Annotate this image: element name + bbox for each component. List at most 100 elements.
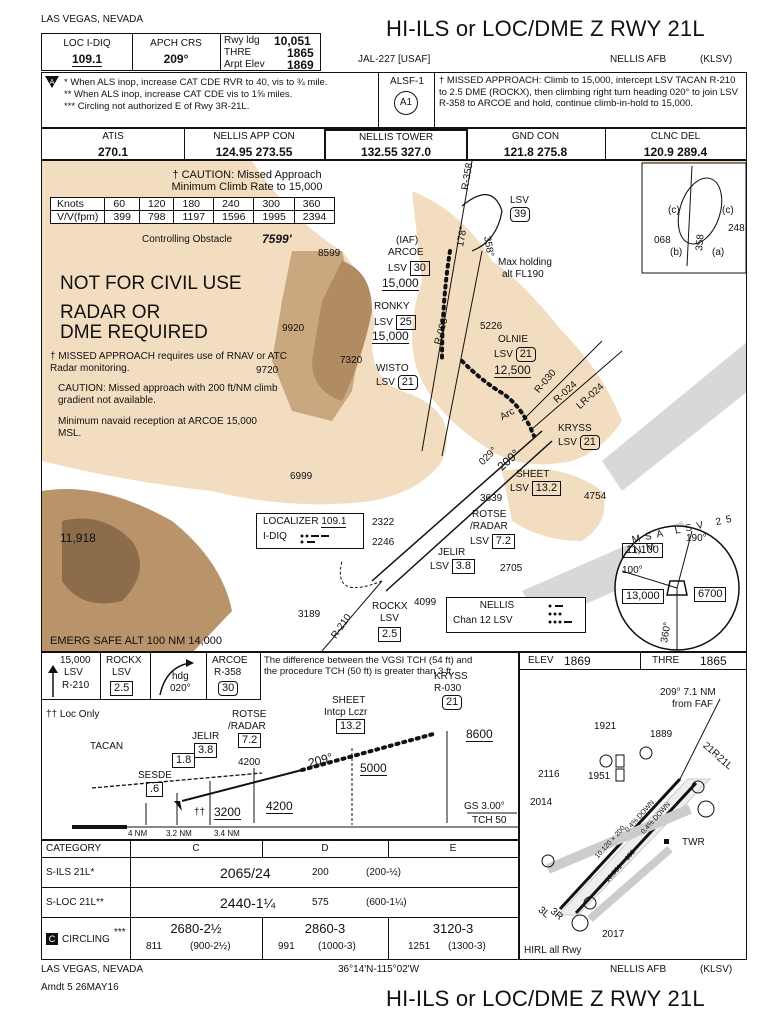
- loc-only-note: †† Loc Only: [46, 709, 100, 720]
- ma-rockx-lsv: LSV: [112, 667, 131, 678]
- nellis-label: NELLIS: [479, 600, 515, 611]
- comms-strip: ATIS 270.1 NELLIS APP CON 124.95 273.55 …: [41, 128, 747, 161]
- ad-thre-label: THRE: [652, 655, 680, 666]
- min-header-e: E: [449, 843, 457, 854]
- min-ils-paren: (200-½): [366, 867, 402, 878]
- fix-jelir-dme: 3.8: [451, 559, 475, 574]
- ma-hdg-value: 020°: [170, 683, 191, 694]
- rwy-ldg-label: Rwy ldg: [224, 35, 260, 46]
- rwy-ldg-value: 10,051: [274, 34, 311, 48]
- nellis-channel: Chan 12 LSV: [453, 615, 513, 626]
- dme-1-8: 1.8: [172, 753, 196, 768]
- min-loc-hat: 575: [312, 897, 329, 908]
- airport-map: [541, 698, 721, 932]
- gs-angle: GS 3.00°: [464, 801, 505, 812]
- circling-d-main: 2860-3: [304, 921, 346, 936]
- spot-elevation: 4099: [414, 597, 437, 608]
- alsf-label: ALSF-1: [390, 76, 424, 87]
- spot-elevation: 2322: [372, 517, 395, 528]
- circling-c-sub: 811: [146, 941, 162, 952]
- ma-arcoe-dme: 30: [218, 681, 239, 696]
- footer-airport-code: (KLSV): [700, 964, 733, 975]
- spot-elevation: 3189: [298, 609, 321, 620]
- climb-table-cell: 798: [138, 210, 175, 224]
- page-title: HI-ILS or LOC/DME Z RWY 21L: [386, 16, 705, 41]
- fix-sheet: SHEET: [516, 469, 550, 480]
- hold-lsv-dme: 39: [510, 207, 531, 222]
- circling-e-sub: 1251: [408, 941, 431, 952]
- climb-table-cell: 300: [253, 197, 295, 211]
- obstacle-label: Controlling Obstacle: [142, 234, 233, 245]
- navaid-reception-note: Minimum navaid reception at ARCOE 15,000…: [58, 416, 257, 439]
- footer-amendment: Amdt 5 26MAY16: [41, 982, 119, 993]
- ad-obstacle: 1921: [594, 721, 617, 732]
- profile-view: 15,000 LSV R-210 ROCKX LSV 2.5 hdg 020° …: [41, 652, 520, 840]
- intcp-label: Intcp Lczr: [324, 707, 368, 718]
- turn-arrow-icon: [159, 659, 194, 696]
- ad-obstacle: 1951: [588, 771, 611, 782]
- fix-jelir: JELIR: [438, 547, 466, 558]
- rotse-label: ROTSE: [232, 709, 267, 720]
- kryss-dme: 21: [442, 695, 463, 710]
- footer-location: LAS VEGAS, NEVADA: [41, 964, 144, 975]
- airport-diagram: ELEV 1869 THRE 1865 209° 7.1 NM from FAF…: [519, 652, 747, 960]
- nellis-tacan-box: NELLIS Chan 12 LSV: [446, 597, 586, 633]
- ad-faf-note: 209° 7.1 NM: [660, 687, 716, 698]
- spot-elevation: 6999: [290, 471, 313, 482]
- spot-elevation: 9920: [282, 323, 305, 334]
- min-ils-cde: 2065/24: [220, 865, 271, 881]
- fix-jelir-lsv: LSV: [430, 561, 449, 572]
- ma-arcoe-radial: R-358: [214, 667, 242, 678]
- fix-rotse: ROTSE: [472, 509, 507, 520]
- loc-label: LOC I-DIQ: [63, 38, 111, 49]
- fix-wisto-dme: 21: [397, 375, 418, 390]
- loc-frequency: 109.1: [71, 52, 103, 67]
- circling-c-main: 2680-2½: [170, 921, 222, 936]
- caution-title: † CAUTION: Missed Approach: [172, 169, 322, 181]
- morse-code-icon: [548, 604, 572, 624]
- dagger-label: ††: [194, 807, 206, 818]
- fix-ronky-alt: 15,000: [372, 329, 409, 344]
- fix-ronky: RONKY: [374, 301, 410, 312]
- fix-arcoe-lsv: LSV: [388, 263, 407, 274]
- climb-table-row-label: V/V(fpm): [49, 210, 106, 224]
- obstacle-value: 7599': [262, 232, 292, 246]
- fix-arcoe-alt: 15,000: [382, 276, 419, 291]
- inset-c-label: (c): [722, 205, 734, 216]
- fix-kryss: KRYSS: [558, 423, 592, 434]
- comm-tower-label: NELLIS TOWER: [358, 132, 434, 143]
- min-header-category: CATEGORY: [46, 843, 102, 854]
- alt-4200: 4200: [266, 799, 293, 814]
- inset-radial: 068: [654, 235, 671, 246]
- fix-olnie-lsv: LSV: [494, 349, 513, 360]
- spot-elevation: 3639: [480, 493, 503, 504]
- kryss-radial: R-030: [434, 683, 462, 694]
- climb-table-cell: 180: [173, 197, 215, 211]
- not-for-civil-use: NOT FOR CIVIL USE: [60, 273, 242, 294]
- ad-hirl: HIRL all Rwy: [524, 945, 582, 956]
- minimums-table: CATEGORY C D E S-ILS 21L* 2065/24 200 (2…: [41, 840, 519, 960]
- hold-lsv: LSV: [510, 195, 529, 206]
- ma-rnav-note: † MISSED APPROACH requires use of RNAV o…: [50, 351, 287, 374]
- climb-table-cell: 2394: [293, 210, 336, 224]
- hold-note-alt: alt FL190: [502, 269, 544, 280]
- fix-rockx-dme: 2.5: [378, 627, 402, 642]
- comm-tower-freq: 132.55 327.0: [360, 145, 432, 159]
- spot-elevation: 7320: [340, 355, 363, 366]
- fix-olnie: OLNIE: [498, 334, 529, 345]
- climb-table-row-label: Knots: [49, 197, 106, 211]
- climb-table-cell: 1596: [213, 210, 255, 224]
- msa-radial: 100°: [622, 565, 643, 576]
- plan-view: † CAUTION: Missed Approach Minimum Climb…: [41, 160, 747, 652]
- min-row-label-loc: S-LOC 21L**: [46, 897, 104, 908]
- circling-d-sub: 991: [278, 941, 295, 952]
- tacan-label: TACAN: [90, 741, 124, 752]
- fix-kryss-lsv: LSV: [558, 437, 577, 448]
- alsf-badge: A1: [394, 91, 418, 115]
- ma-alt: 15,000: [60, 655, 91, 666]
- ma-rockx: ROCKX: [106, 655, 142, 666]
- msa-radial: 190°: [686, 533, 707, 544]
- morse-code-icon: [300, 534, 329, 544]
- thre-label: THRE: [224, 47, 252, 58]
- chart-id: JAL-227 [USAF]: [358, 54, 431, 65]
